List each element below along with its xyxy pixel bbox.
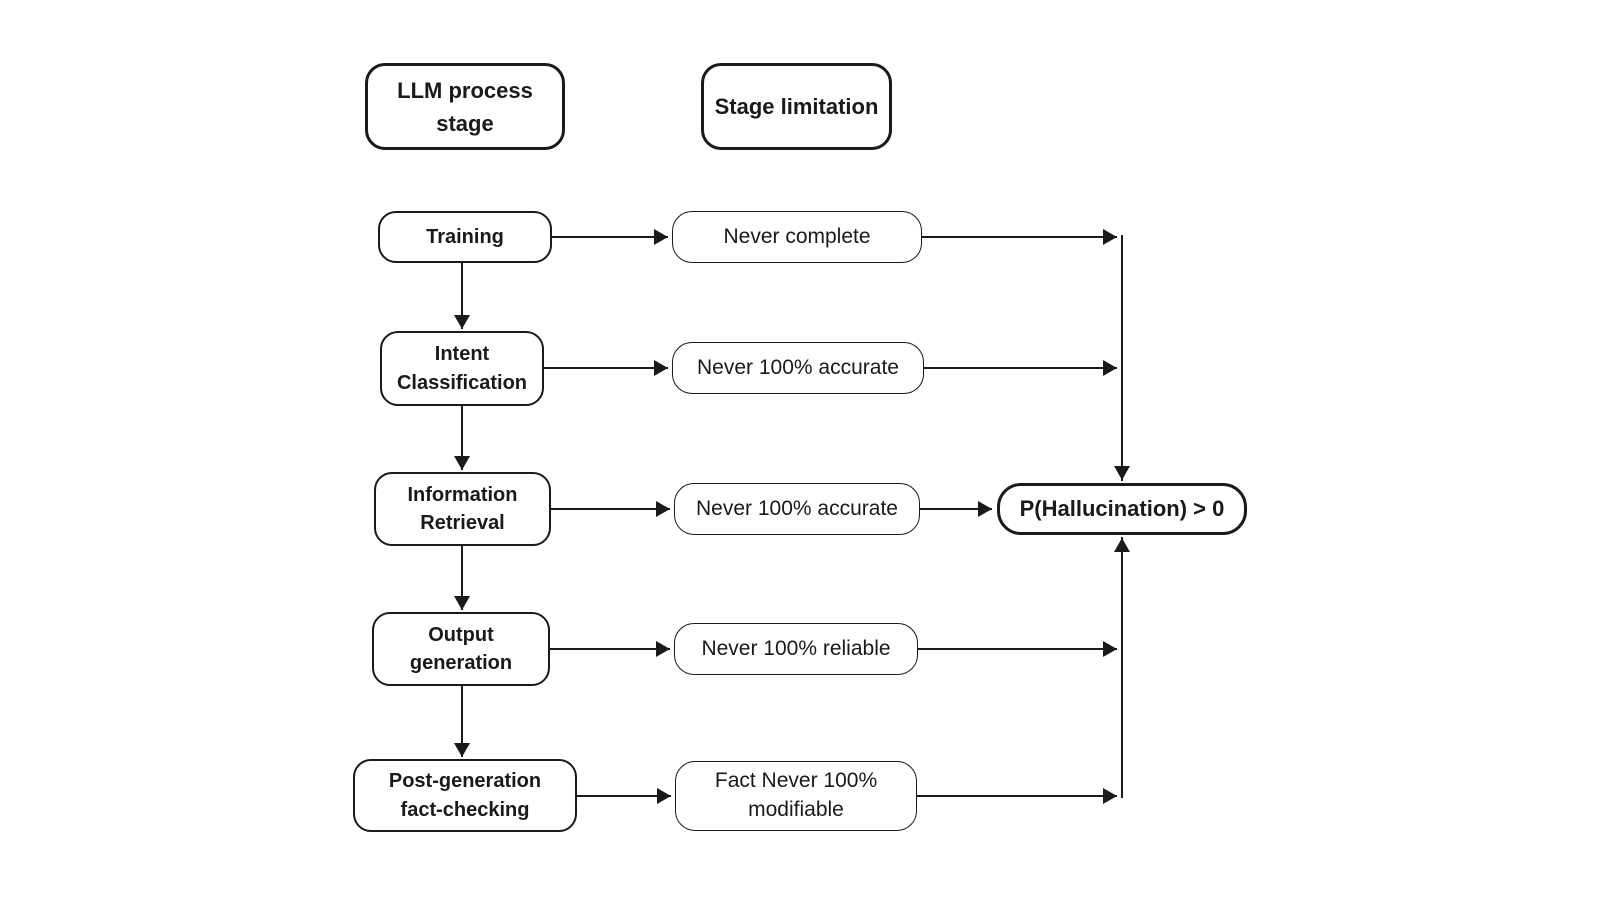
limitation-box-fact-never-modifiable: Fact Never 100% modifiable [675, 761, 917, 831]
header-process-stage-label: LLM process stage [397, 77, 533, 136]
stage-label-line: generation [409, 652, 513, 674]
limitation-label-line: Fact Never 100% [714, 769, 878, 793]
stage-label-line: Output [428, 623, 494, 646]
stage-box-training: Training [378, 211, 552, 263]
stage-label: Training [426, 225, 504, 248]
limitation-label: Never 100% reliable [701, 636, 891, 660]
stage-label-line: fact-checking [400, 798, 530, 821]
conclusion-box-hallucination: P(Hallucination) > 0 [997, 483, 1247, 535]
limitation-box-never-complete: Never complete [672, 211, 922, 263]
conclusion-label: P(Hallucination) > 0 [1019, 495, 1225, 521]
limitation-box-never-100-accurate-1: Never 100% accurate [672, 342, 924, 394]
header-stage-limitation-label: Stage limitation [714, 94, 879, 119]
stage-label-line: Information [407, 483, 518, 506]
limitation-label: Never 100% accurate [696, 496, 898, 520]
limitation-label: Never complete [723, 224, 871, 248]
stage-box-post-generation-fact-checking: Post-generation fact-checking [353, 759, 577, 832]
limitation-box-never-100-reliable: Never 100% reliable [674, 623, 918, 675]
stage-label-line: Post-generation [388, 770, 542, 793]
stage-box-output-generation: Output generation [372, 612, 550, 686]
stage-label-line: Classification [396, 371, 528, 394]
header-process-stage-box: LLM process stage [365, 63, 565, 150]
header-stage-limitation-box: Stage limitation [701, 63, 892, 150]
limitation-box-never-100-accurate-2: Never 100% accurate [674, 483, 920, 535]
stage-box-information-retrieval: Information Retrieval [374, 472, 551, 546]
limitation-label: Never 100% accurate [697, 355, 899, 379]
stage-label-line: Retrieval [420, 512, 505, 534]
stage-box-intent-classification: Intent Classification [380, 331, 544, 406]
limitation-label-line: modifiable [748, 798, 844, 821]
stage-label-line: Intent [434, 343, 490, 366]
